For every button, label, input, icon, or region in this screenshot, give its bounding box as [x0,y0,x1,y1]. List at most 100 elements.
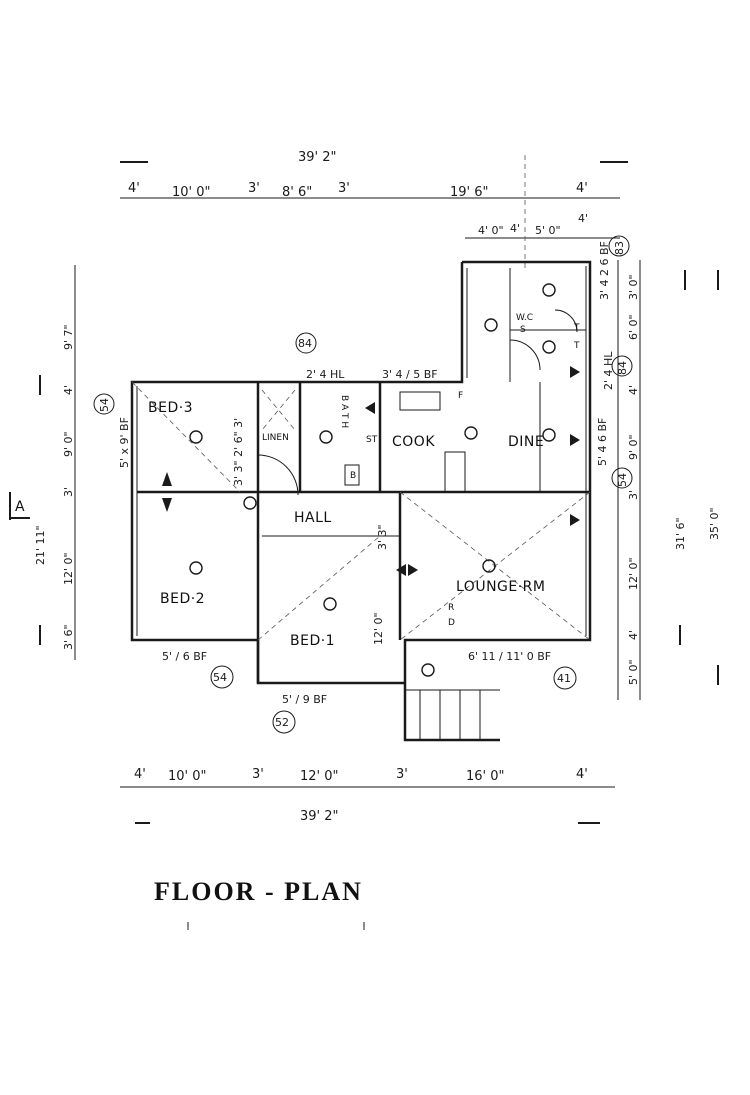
window-marker-icon [365,402,375,414]
lounge-window-note: 6' 11 / 11' 0 BF [468,650,551,663]
top-seg-6: 19' 6" [450,185,489,200]
light-icon [542,340,556,354]
left-seg-1: 9' 7" [62,324,75,350]
left-overall-dim: 21' 11" [34,525,47,565]
ref-circle-83: 83 [613,241,626,255]
bottom-seg-3: 3' [252,767,264,782]
right-overall: 35' 0" [708,507,721,540]
window-marker-icon [162,472,172,486]
room-f: F [458,391,463,401]
left-seg-6: 3' 6" [62,624,75,650]
top-seg-4: 8' 6" [282,185,312,200]
bottom-seg-4: 12' 0" [300,769,339,784]
left-seg-3: 9' 0" [62,431,75,457]
left-seg-5: 12' 0" [62,552,75,585]
bottom-seg-7: 4' [576,767,588,782]
room-dine: DINE [508,434,544,450]
top-sub-3: 5' 0" [535,224,561,237]
room-cook: COOK [392,434,435,450]
hall-dim: 3' 3" [376,524,389,550]
section-marker-a: A [15,499,25,515]
room-shower: S [520,325,526,335]
room-bed-2: BED·2 [160,591,205,607]
light-icon [482,559,496,573]
light-icon [421,663,435,677]
window-marker-icon [408,564,418,576]
light-icon [189,561,203,575]
bed3-side-dim: 3' 3" 2' 6" 3' [232,418,245,486]
room-lounge: LOUNGE·RM [456,579,546,595]
room-r: R [448,603,454,613]
right-seg-4: 4' [627,385,640,395]
reference-circles: 84 54 54 52 41 84 54 83 [93,235,633,734]
ref-circle-41: 41 [557,672,571,685]
room-bed-1: BED·1 [290,633,335,649]
light-icon [542,428,556,442]
top-sub-4: 4' [578,212,588,225]
window-markers [162,366,580,576]
right-seg-6: 3' [627,490,640,500]
room-store: ST [366,435,378,445]
room-wc: W.C [516,313,533,323]
bed2-window-note: 5' / 6 BF [162,650,207,663]
window-marker-icon [396,564,406,576]
bottom-overall-dim: 39' 2" [300,809,339,824]
left-seg-2: 4' [62,385,75,395]
left-seg-4: 3' [62,487,75,497]
light-icon [484,318,498,332]
walls [130,260,592,742]
room-b: B [350,471,356,481]
bottom-seg-5: 3' [396,767,408,782]
bottom-seg-2: 10' 0" [168,769,207,784]
right-seg-9: 5' 0" [627,659,640,685]
right-window-hl: 2' 4 HL [602,351,615,390]
window-hl-note: 2' 4 HL [306,368,345,381]
right-seg-7: 12' 0" [627,557,640,590]
right-seg-1: 3' 0" [627,274,640,300]
bed1-window-note: 5' / 9 BF [282,693,327,706]
room-trough-2: T [573,341,580,351]
light-icon [323,597,337,611]
right-seg-3: 6' 0" [627,314,640,340]
window-marker-icon [570,366,580,378]
light-icon [189,430,203,444]
ref-circle-54-right: 54 [616,473,629,487]
room-labels: BED·3 BED·2 BED·1 HALL LINEN B A T H COO… [148,313,580,649]
window-marker-icon [570,514,580,526]
light-icon [243,496,257,510]
room-d: D [448,618,455,628]
window-bf-note: 3' 4 / 5 BF [382,368,438,381]
top-seg-7: 4' [576,181,588,196]
left-dimensions: 9' 7" 4' 9' 0" 3' 12' 0" 3' 6" 21' 11" A [9,265,76,660]
dine-window-note: 5' 4 6 BF [596,418,609,466]
ref-circle-52: 52 [275,716,289,729]
top-dimensions: 39' 2" 4' 10' 0" 3' 8' 6" 3' 19' 6" 4' 4… [120,150,628,270]
light-icon [319,430,333,444]
room-bed-3: BED·3 [148,400,193,416]
top-seg-3: 3' [248,181,260,196]
bottom-seg-6: 16' 0" [466,769,505,784]
ref-circle-84: 84 [298,337,312,350]
room-hall: HALL [294,510,332,526]
right-seg-5: 9' 0" [627,434,640,460]
light-icon [542,283,556,297]
light-icon [464,426,478,440]
top-seg-5: 3' [338,181,350,196]
bottom-seg-1: 4' [134,767,146,782]
top-sub-2: 4' [510,222,520,235]
drawing-title: FLOOR - PLAN [154,877,363,906]
room-linen: LINEN [262,433,289,443]
top-seg-2: 10' 0" [172,185,211,200]
top-seg-1: 4' [128,181,140,196]
right-seg-8: 4' [627,630,640,640]
right-window-bf: 3' 4 2 6 BF [598,241,611,300]
window-marker-icon [570,434,580,446]
ref-circle-54-bottom: 54 [213,671,227,684]
room-trough-1: T [573,323,580,333]
ref-circle-84-right: 84 [616,361,629,375]
light-fittings [189,283,556,677]
top-sub-1: 4' 0" [478,224,504,237]
room-bath: B A T H [339,395,349,428]
bed1-side-dim: 12' 0" [372,612,385,645]
